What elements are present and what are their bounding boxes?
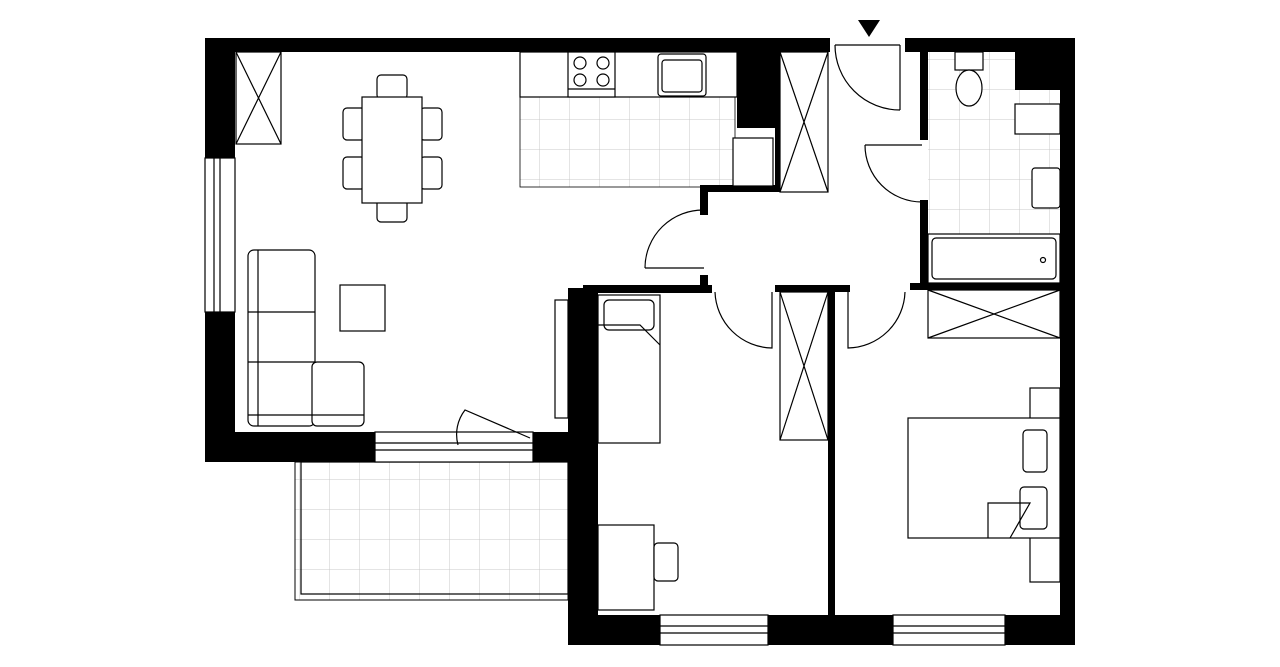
furniture bbox=[235, 51, 1061, 611]
walls bbox=[205, 38, 1075, 645]
bedroom2-door[interactable] bbox=[847, 291, 906, 349]
kitchen-tiles bbox=[519, 96, 736, 188]
bedroom1-door[interactable] bbox=[714, 291, 773, 349]
windows bbox=[204, 157, 1006, 646]
living-door[interactable] bbox=[644, 209, 705, 269]
doors bbox=[456, 44, 923, 446]
bathroom-door[interactable] bbox=[864, 144, 923, 203]
balcony-door[interactable] bbox=[456, 409, 531, 446]
entrance-door[interactable] bbox=[834, 44, 901, 111]
balcony bbox=[294, 461, 569, 601]
entrance-marker-icon bbox=[858, 20, 880, 37]
